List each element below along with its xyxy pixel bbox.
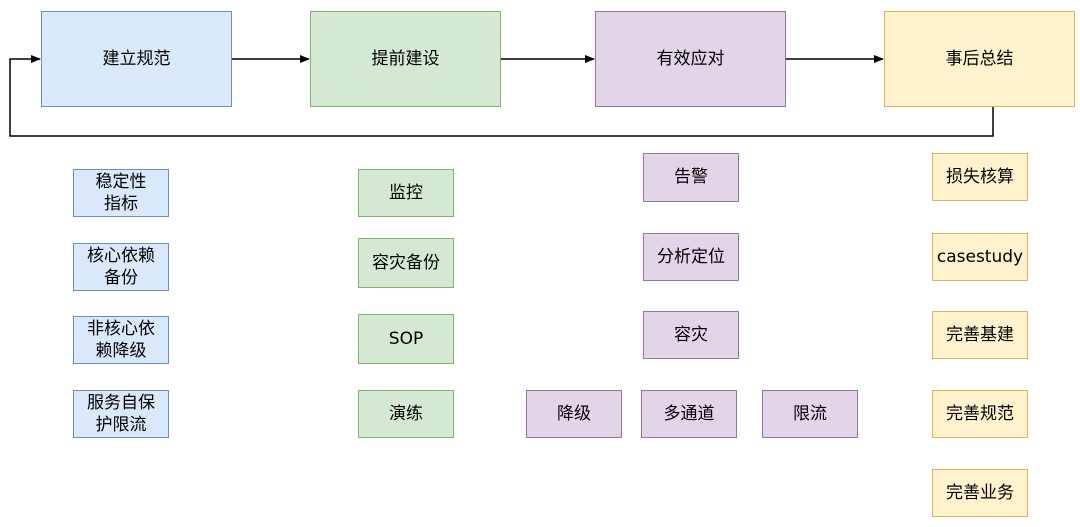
item-rate-limit: 限流: [762, 390, 858, 438]
item-improve-standards: 完善规范: [932, 390, 1028, 438]
arrow-feedback-loop: [9, 55, 994, 137]
stage-post-review: 事后总结: [884, 11, 1075, 107]
item-label: 容灾: [674, 324, 708, 345]
item-label: 完善基建: [946, 324, 1014, 345]
stage-effective-response: 有效应对: [595, 11, 786, 107]
item-label: 降级: [557, 403, 591, 424]
item-degrade: 降级: [526, 390, 622, 438]
item-drill: 演练: [358, 390, 454, 438]
item-monitoring: 监控: [358, 169, 454, 217]
stage-advance-construction: 提前建设: [310, 11, 501, 107]
item-core-dependency-backup: 核心依赖 备份: [73, 243, 169, 291]
item-label: 完善规范: [946, 403, 1014, 424]
item-label: 完善业务: [946, 482, 1014, 503]
item-label: 监控: [389, 182, 423, 203]
item-label: 损失核算: [946, 166, 1014, 187]
stage-label: 事后总结: [945, 48, 1014, 69]
item-noncore-dependency-degrade: 非核心依 赖降级: [73, 316, 169, 364]
item-alert: 告警: [643, 153, 739, 202]
item-label: SOP: [388, 328, 424, 349]
item-label: 非核心依 赖降级: [87, 318, 155, 361]
item-analysis-locate: 分析定位: [643, 233, 739, 281]
item-casestudy: casestudy: [932, 233, 1028, 281]
item-label: 限流: [793, 403, 827, 424]
item-label: 演练: [389, 403, 423, 424]
item-service-self-protection: 服务自保 护限流: [73, 390, 169, 438]
item-loss-accounting: 损失核算: [932, 153, 1028, 201]
item-label: casestudy: [936, 246, 1024, 267]
item-disaster-recovery: 容灾: [643, 311, 739, 359]
item-disaster-backup: 容灾备份: [358, 238, 454, 288]
stage-establish-standards: 建立规范: [41, 11, 232, 107]
item-label: 稳定性 指标: [95, 171, 147, 214]
stage-label: 建立规范: [102, 48, 171, 69]
item-multi-channel: 多通道: [641, 390, 737, 438]
item-label: 服务自保 护限流: [87, 392, 155, 435]
stage-label: 有效应对: [656, 48, 725, 69]
item-stability-metrics: 稳定性 指标: [73, 169, 169, 217]
stage-label: 提前建设: [371, 48, 440, 69]
item-improve-business: 完善业务: [932, 469, 1028, 517]
item-improve-infrastructure: 完善基建: [932, 311, 1028, 359]
item-label: 多通道: [663, 403, 715, 424]
item-label: 分析定位: [657, 246, 725, 267]
item-sop: SOP: [358, 314, 454, 364]
item-label: 告警: [674, 167, 708, 188]
item-label: 核心依赖 备份: [87, 245, 155, 288]
item-label: 容灾备份: [372, 252, 440, 273]
